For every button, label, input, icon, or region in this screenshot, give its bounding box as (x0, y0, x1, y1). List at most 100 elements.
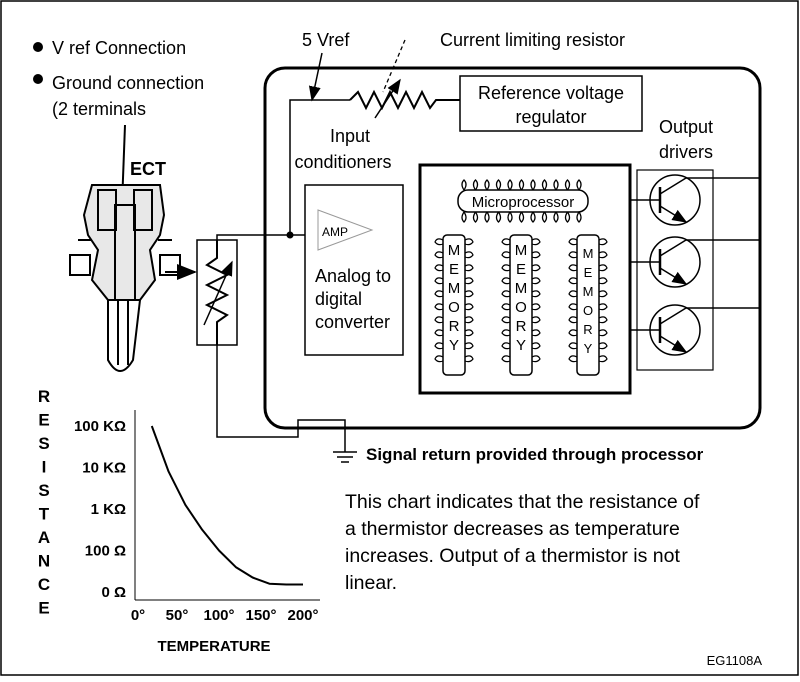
chip-pin (501, 316, 511, 324)
chart-y-label-letter: R (38, 387, 50, 406)
chart-y-label-letter: E (38, 599, 49, 618)
chip-pin (501, 342, 511, 350)
memory-chip-body (576, 234, 600, 376)
chart-series-line (150, 425, 303, 586)
chip-pin (576, 211, 582, 223)
amp-triangle (317, 209, 374, 251)
thermistor-variable-arrow (203, 260, 233, 326)
vref-pointer (308, 52, 323, 102)
chip-pin (531, 290, 541, 298)
chart-y-label-letter: S (38, 481, 49, 500)
chip-pin (568, 277, 578, 285)
chip-pin (568, 303, 578, 311)
chart-y-label-letter: A (38, 528, 50, 547)
chart-y-tick: 1 KΩ (91, 501, 126, 518)
chip-pin (464, 303, 474, 311)
chip-pin (530, 179, 536, 191)
chip-pin (598, 264, 608, 272)
chip-pin (598, 316, 608, 324)
chip-pin (464, 238, 474, 246)
description-line3: increases. Output of a thermistor is not (345, 545, 680, 567)
memory-letter: Y (584, 341, 593, 356)
chip-pin (568, 251, 578, 259)
chart-x-tick: 150° (245, 607, 276, 624)
chip-pin (507, 211, 513, 223)
memory-letter: R (516, 318, 527, 335)
chip-pin (568, 238, 578, 246)
memory-letter: Y (449, 337, 459, 354)
description-line4: linear. (345, 572, 397, 594)
chip-pin (553, 211, 559, 223)
chip-pin (531, 238, 541, 246)
ground-icon (333, 451, 357, 463)
transistor-icon (630, 236, 760, 288)
chip-pin (434, 303, 444, 311)
chip-pin (501, 329, 511, 337)
signal-return-label: Signal return provided through processor (366, 445, 704, 464)
input-label-line1: Input (330, 126, 370, 146)
voltage-regulator-box (459, 75, 643, 132)
chip-pin (531, 316, 541, 324)
chip-pin (434, 290, 444, 298)
chart-x-tick: 50° (166, 607, 189, 624)
chip-pin (472, 179, 479, 191)
chip-pin (461, 211, 467, 223)
chart-x-tick: 200° (287, 607, 318, 624)
vref-label: 5 Vref (302, 30, 350, 50)
chart-y-label-letter: I (42, 458, 47, 477)
chip-pin (434, 277, 444, 285)
output-label-line2: drivers (659, 142, 713, 162)
chip-pin (598, 303, 608, 311)
chip-pin (568, 316, 578, 324)
description-line2: a thermistor decreases as temperature (345, 518, 680, 540)
memory-letter: O (448, 299, 460, 316)
chip-pin (598, 238, 608, 246)
chip-pin (495, 179, 502, 191)
memory-letter: M (515, 242, 528, 259)
chip-pin (434, 264, 444, 272)
chart-y-tick: 100 Ω (85, 543, 126, 560)
chip-pin (464, 342, 474, 350)
resistor-pointer (382, 39, 406, 93)
chip-pin (598, 290, 608, 298)
chart-y-label-letter: S (38, 434, 49, 453)
chip-pin (568, 264, 578, 272)
chart-x-tick: 100° (203, 607, 234, 624)
chip-pin (464, 264, 474, 272)
chip-pin (568, 342, 578, 350)
memory-letter: M (448, 280, 461, 297)
memory-letter: M (448, 242, 461, 259)
chip-pin (501, 290, 511, 298)
memory-letter: E (584, 265, 593, 280)
chart-y-label-letter: N (38, 552, 50, 571)
figure-code: EG1108A (707, 653, 763, 668)
chip-pin (598, 277, 608, 285)
chip-pin (531, 355, 541, 363)
chip-pin (598, 329, 608, 337)
adc-label-line2: digital (315, 289, 362, 309)
output-driver-box (636, 169, 714, 371)
adc-box (304, 184, 404, 356)
chart-y-tick: 100 KΩ (74, 418, 126, 435)
chip-pin (598, 342, 608, 350)
chip-pin (531, 277, 541, 285)
chip-pin (530, 211, 536, 223)
wire-return (216, 345, 346, 452)
chip-pin (576, 179, 582, 191)
amp-label: AMP (322, 225, 348, 239)
transistor-icon (630, 174, 760, 226)
chip-pin (531, 264, 541, 272)
chip-pin (518, 211, 525, 223)
chart-y-tick: 10 KΩ (82, 460, 126, 477)
chip-pin (541, 179, 548, 191)
memory-letter: M (515, 280, 528, 297)
microprocessor-label: Microprocessor (472, 194, 575, 211)
memory-letter: R (449, 318, 460, 335)
memory-letter: O (515, 299, 527, 316)
chip-pin (553, 179, 559, 191)
chart-x-label: TEMPERATURE (157, 638, 270, 655)
memory-letter: M (583, 246, 594, 261)
